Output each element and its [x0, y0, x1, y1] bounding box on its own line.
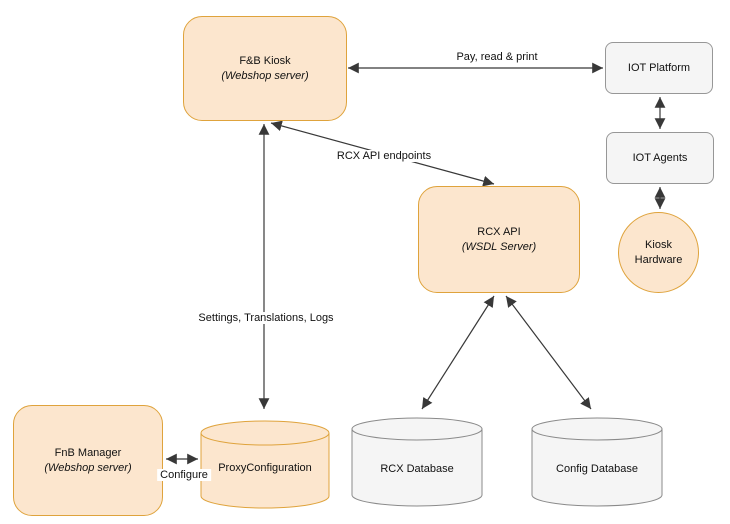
- node-fnb-manager-sublabel: (Webshop server): [44, 461, 132, 474]
- node-iot-agents: IOT Agents: [606, 132, 714, 184]
- node-kiosk-hardware-label: Kiosk Hardware: [634, 238, 683, 266]
- node-proxy-configuration-label: ProxyConfiguration: [218, 462, 312, 474]
- edge-label-configure: Configure: [157, 469, 211, 481]
- edge-label-rcx-api-endpoints: RCX API endpoints: [333, 150, 435, 162]
- node-iot-agents-label: IOT Agents: [632, 151, 688, 164]
- node-rcx-api: RCX API (WSDL Server): [418, 186, 580, 293]
- node-fnb-manager: FnB Manager (Webshop server): [13, 405, 163, 516]
- node-iot-platform-label: IOT Platform: [627, 61, 691, 74]
- node-fb-kiosk: F&B Kiosk (Webshop server): [183, 16, 347, 121]
- node-rcx-database-label: RCX Database: [380, 463, 454, 475]
- node-rcx-api-label: RCX API: [477, 225, 521, 238]
- node-config-database-shape: [531, 417, 663, 507]
- node-proxy-configuration-shape: [200, 420, 330, 509]
- node-rcx-database-shape: [351, 417, 483, 507]
- node-fb-kiosk-sublabel: (Webshop server): [221, 69, 309, 82]
- edge-rcx-api-rcx-database: [421, 295, 495, 410]
- node-iot-platform: IOT Platform: [605, 42, 713, 94]
- edge-label-pay-read-print: Pay, read & print: [453, 51, 541, 63]
- edge-rcx-api-config-database: [505, 295, 592, 410]
- node-fb-kiosk-label: F&B Kiosk: [239, 54, 291, 67]
- edge-label-settings-translations-logs: Settings, Translations, Logs: [195, 312, 337, 324]
- node-config-database-label: Config Database: [556, 463, 638, 475]
- node-fnb-manager-label: FnB Manager: [54, 446, 122, 459]
- node-kiosk-hardware: Kiosk Hardware: [618, 212, 699, 293]
- node-rcx-api-sublabel: (WSDL Server): [461, 240, 537, 253]
